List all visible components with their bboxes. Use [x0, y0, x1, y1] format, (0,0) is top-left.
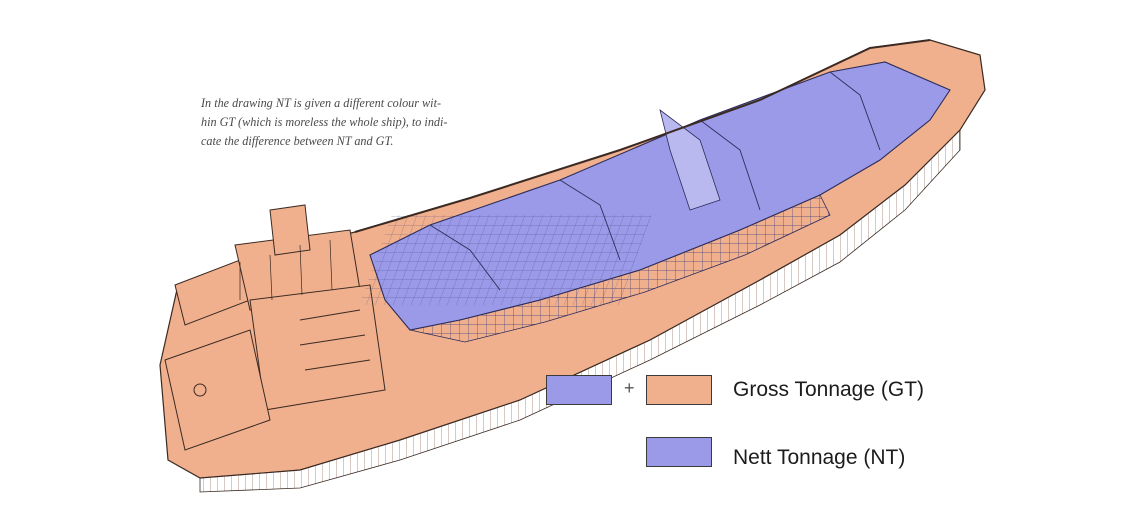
legend-nett-label: Nett Tonnage (NT)	[733, 446, 906, 469]
caption-text: In the drawing NT is given a different c…	[201, 96, 448, 148]
legend-nt-swatch	[546, 375, 612, 405]
legend-plus-sign: +	[624, 378, 635, 398]
legend-nt-only-swatch	[646, 437, 712, 467]
legend-gross-label: Gross Tonnage (GT)	[733, 378, 925, 401]
superstructure	[164, 204, 386, 451]
legend-gt-swatch	[646, 375, 712, 405]
